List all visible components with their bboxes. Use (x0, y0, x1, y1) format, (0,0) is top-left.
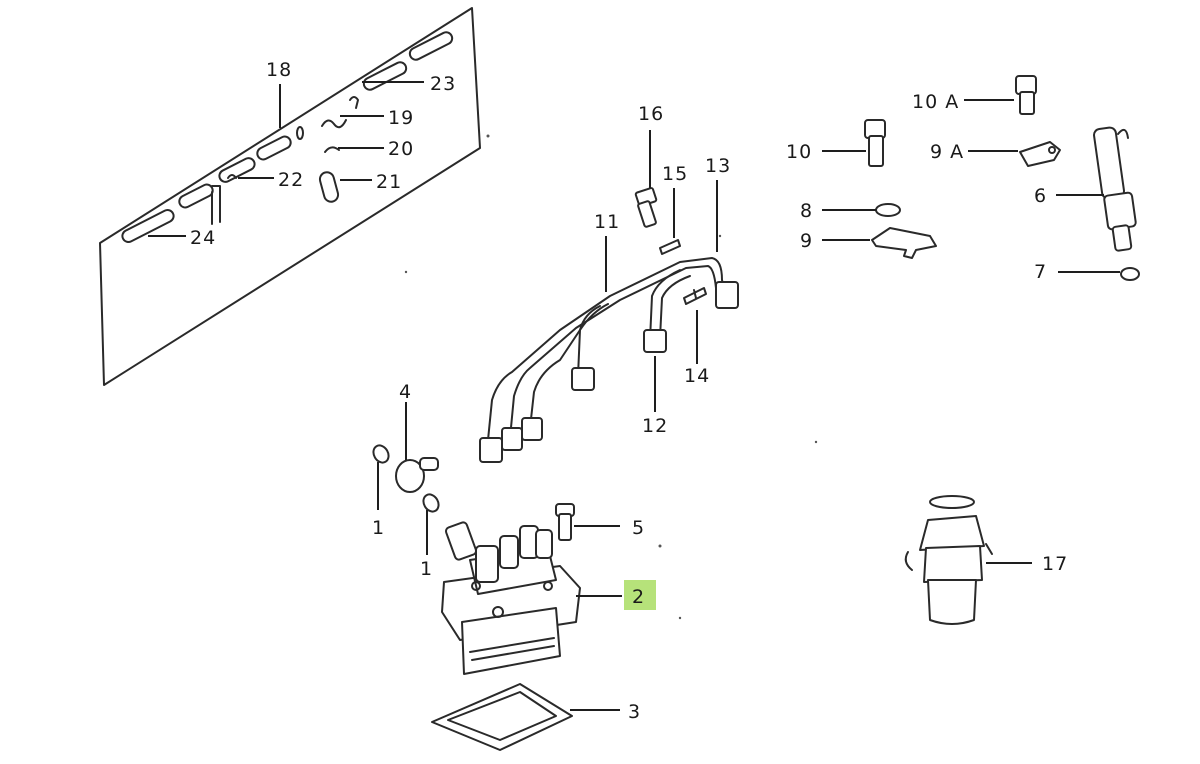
clip-14 (683, 287, 707, 305)
callout-7[interactable]: 7 (1034, 261, 1047, 283)
injection-pump-2 (441, 521, 581, 675)
injection-pipe-set (479, 257, 739, 463)
callout-9[interactable]: 9 (800, 230, 813, 252)
callout-17[interactable]: 17 (1042, 553, 1068, 575)
bolt-10 (864, 119, 886, 167)
highlight-box-2 (624, 580, 656, 610)
callout-2[interactable]: 2 (632, 586, 645, 608)
leader-lines (148, 81, 1120, 711)
callout-6[interactable]: 6 (1034, 185, 1047, 207)
callout-1-right[interactable]: 1 (420, 558, 433, 580)
callout-13[interactable]: 13 (705, 155, 731, 177)
banjo-bolt-4 (395, 457, 439, 493)
callout-22[interactable]: 22 (278, 169, 304, 191)
fuel-filter-17 (904, 495, 993, 625)
callout-3[interactable]: 3 (628, 701, 641, 723)
callout-8[interactable]: 8 (800, 200, 813, 222)
callout-9a[interactable]: 9 A (930, 141, 964, 163)
injection-nozzle-6 (1093, 126, 1137, 252)
callout-labels: 18 23 19 20 21 22 24 16 15 13 11 14 12 1… (190, 59, 1068, 723)
callout-10[interactable]: 10 (786, 141, 812, 163)
bolt-5 (555, 503, 575, 541)
washer-1a (372, 444, 390, 464)
callout-10a[interactable]: 10 A (912, 91, 959, 113)
gasket-3 (431, 683, 573, 751)
callout-5[interactable]: 5 (632, 517, 645, 539)
washer-8 (875, 203, 901, 217)
bracket-9a (1019, 141, 1061, 167)
callout-14[interactable]: 14 (684, 365, 710, 387)
callout-18[interactable]: 18 (266, 59, 292, 81)
callout-20[interactable]: 20 (388, 138, 414, 160)
callout-12[interactable]: 12 (642, 415, 668, 437)
callout-24[interactable]: 24 (190, 227, 216, 249)
clip-15 (659, 239, 681, 255)
callout-11[interactable]: 11 (594, 211, 620, 233)
bolt-10a (1015, 75, 1037, 115)
callout-4[interactable]: 4 (399, 381, 412, 403)
callout-21[interactable]: 21 (376, 171, 402, 193)
parts-kit-board (99, 7, 481, 386)
clamp-9 (871, 227, 937, 259)
washer-7 (1120, 267, 1140, 281)
callout-16[interactable]: 16 (638, 103, 664, 125)
callout-1-left[interactable]: 1 (372, 517, 385, 539)
callout-19[interactable]: 19 (388, 107, 414, 129)
callout-15[interactable]: 15 (662, 163, 688, 185)
callout-23[interactable]: 23 (430, 73, 456, 95)
washer-1b (422, 493, 440, 513)
bolt-16 (634, 187, 658, 228)
